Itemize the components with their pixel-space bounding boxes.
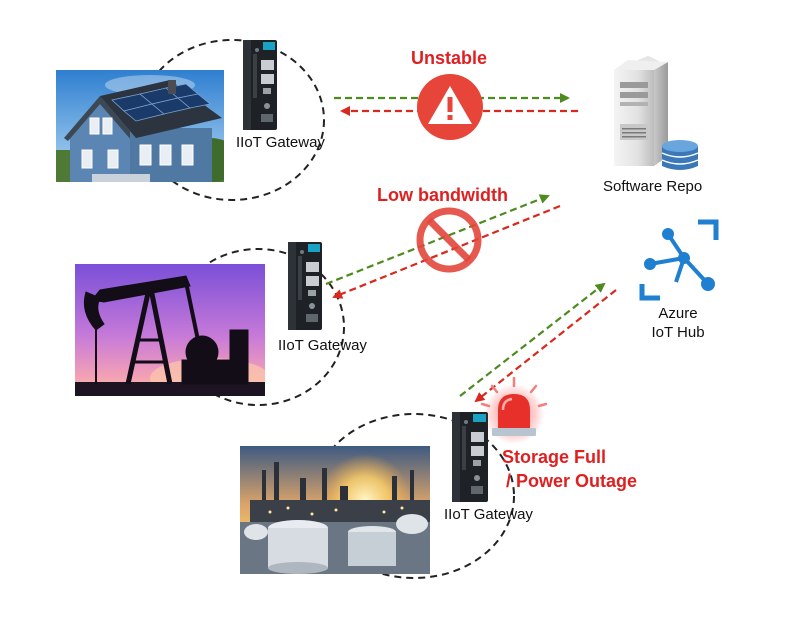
database-icon xyxy=(661,140,699,170)
refinery-photo xyxy=(240,446,430,574)
warning-icon xyxy=(417,74,483,140)
alarm-siren-icon xyxy=(480,376,548,444)
issue-label-storage-full: Storage Full xyxy=(502,447,607,467)
gateway-label-refinery: IIoT Gateway xyxy=(444,506,533,523)
azure-label: Azure xyxy=(658,305,698,322)
issue-label-unstable: Unstable xyxy=(411,48,488,68)
issue-label-power-outage: / Power Outage xyxy=(506,471,638,491)
gateway-icon xyxy=(452,412,488,502)
iot-hub-label: IoT Hub xyxy=(651,324,705,341)
downlink-arrow-refinery xyxy=(474,289,617,403)
uplink-arrow-refinery xyxy=(459,282,606,397)
site-circle-refinery xyxy=(313,413,515,579)
downlink-arrow-oil xyxy=(332,204,561,299)
gateway-label-oil: IIoT Gateway xyxy=(278,337,367,354)
uplink-arrow-oil xyxy=(325,194,550,286)
gateway-label-solar: IIoT Gateway xyxy=(236,134,325,151)
azure-iot-hub-icon xyxy=(639,219,719,301)
software-repo-label: Software Repo xyxy=(603,178,703,195)
prohibited-icon xyxy=(416,207,482,273)
oil-pump-photo xyxy=(75,264,265,396)
solar-house-photo xyxy=(56,70,224,182)
issue-label-low-bandwidth: Low bandwidth xyxy=(377,185,508,205)
gateway-icon xyxy=(288,242,322,330)
gateway-icon xyxy=(243,40,277,130)
server-database-icon xyxy=(614,56,699,170)
